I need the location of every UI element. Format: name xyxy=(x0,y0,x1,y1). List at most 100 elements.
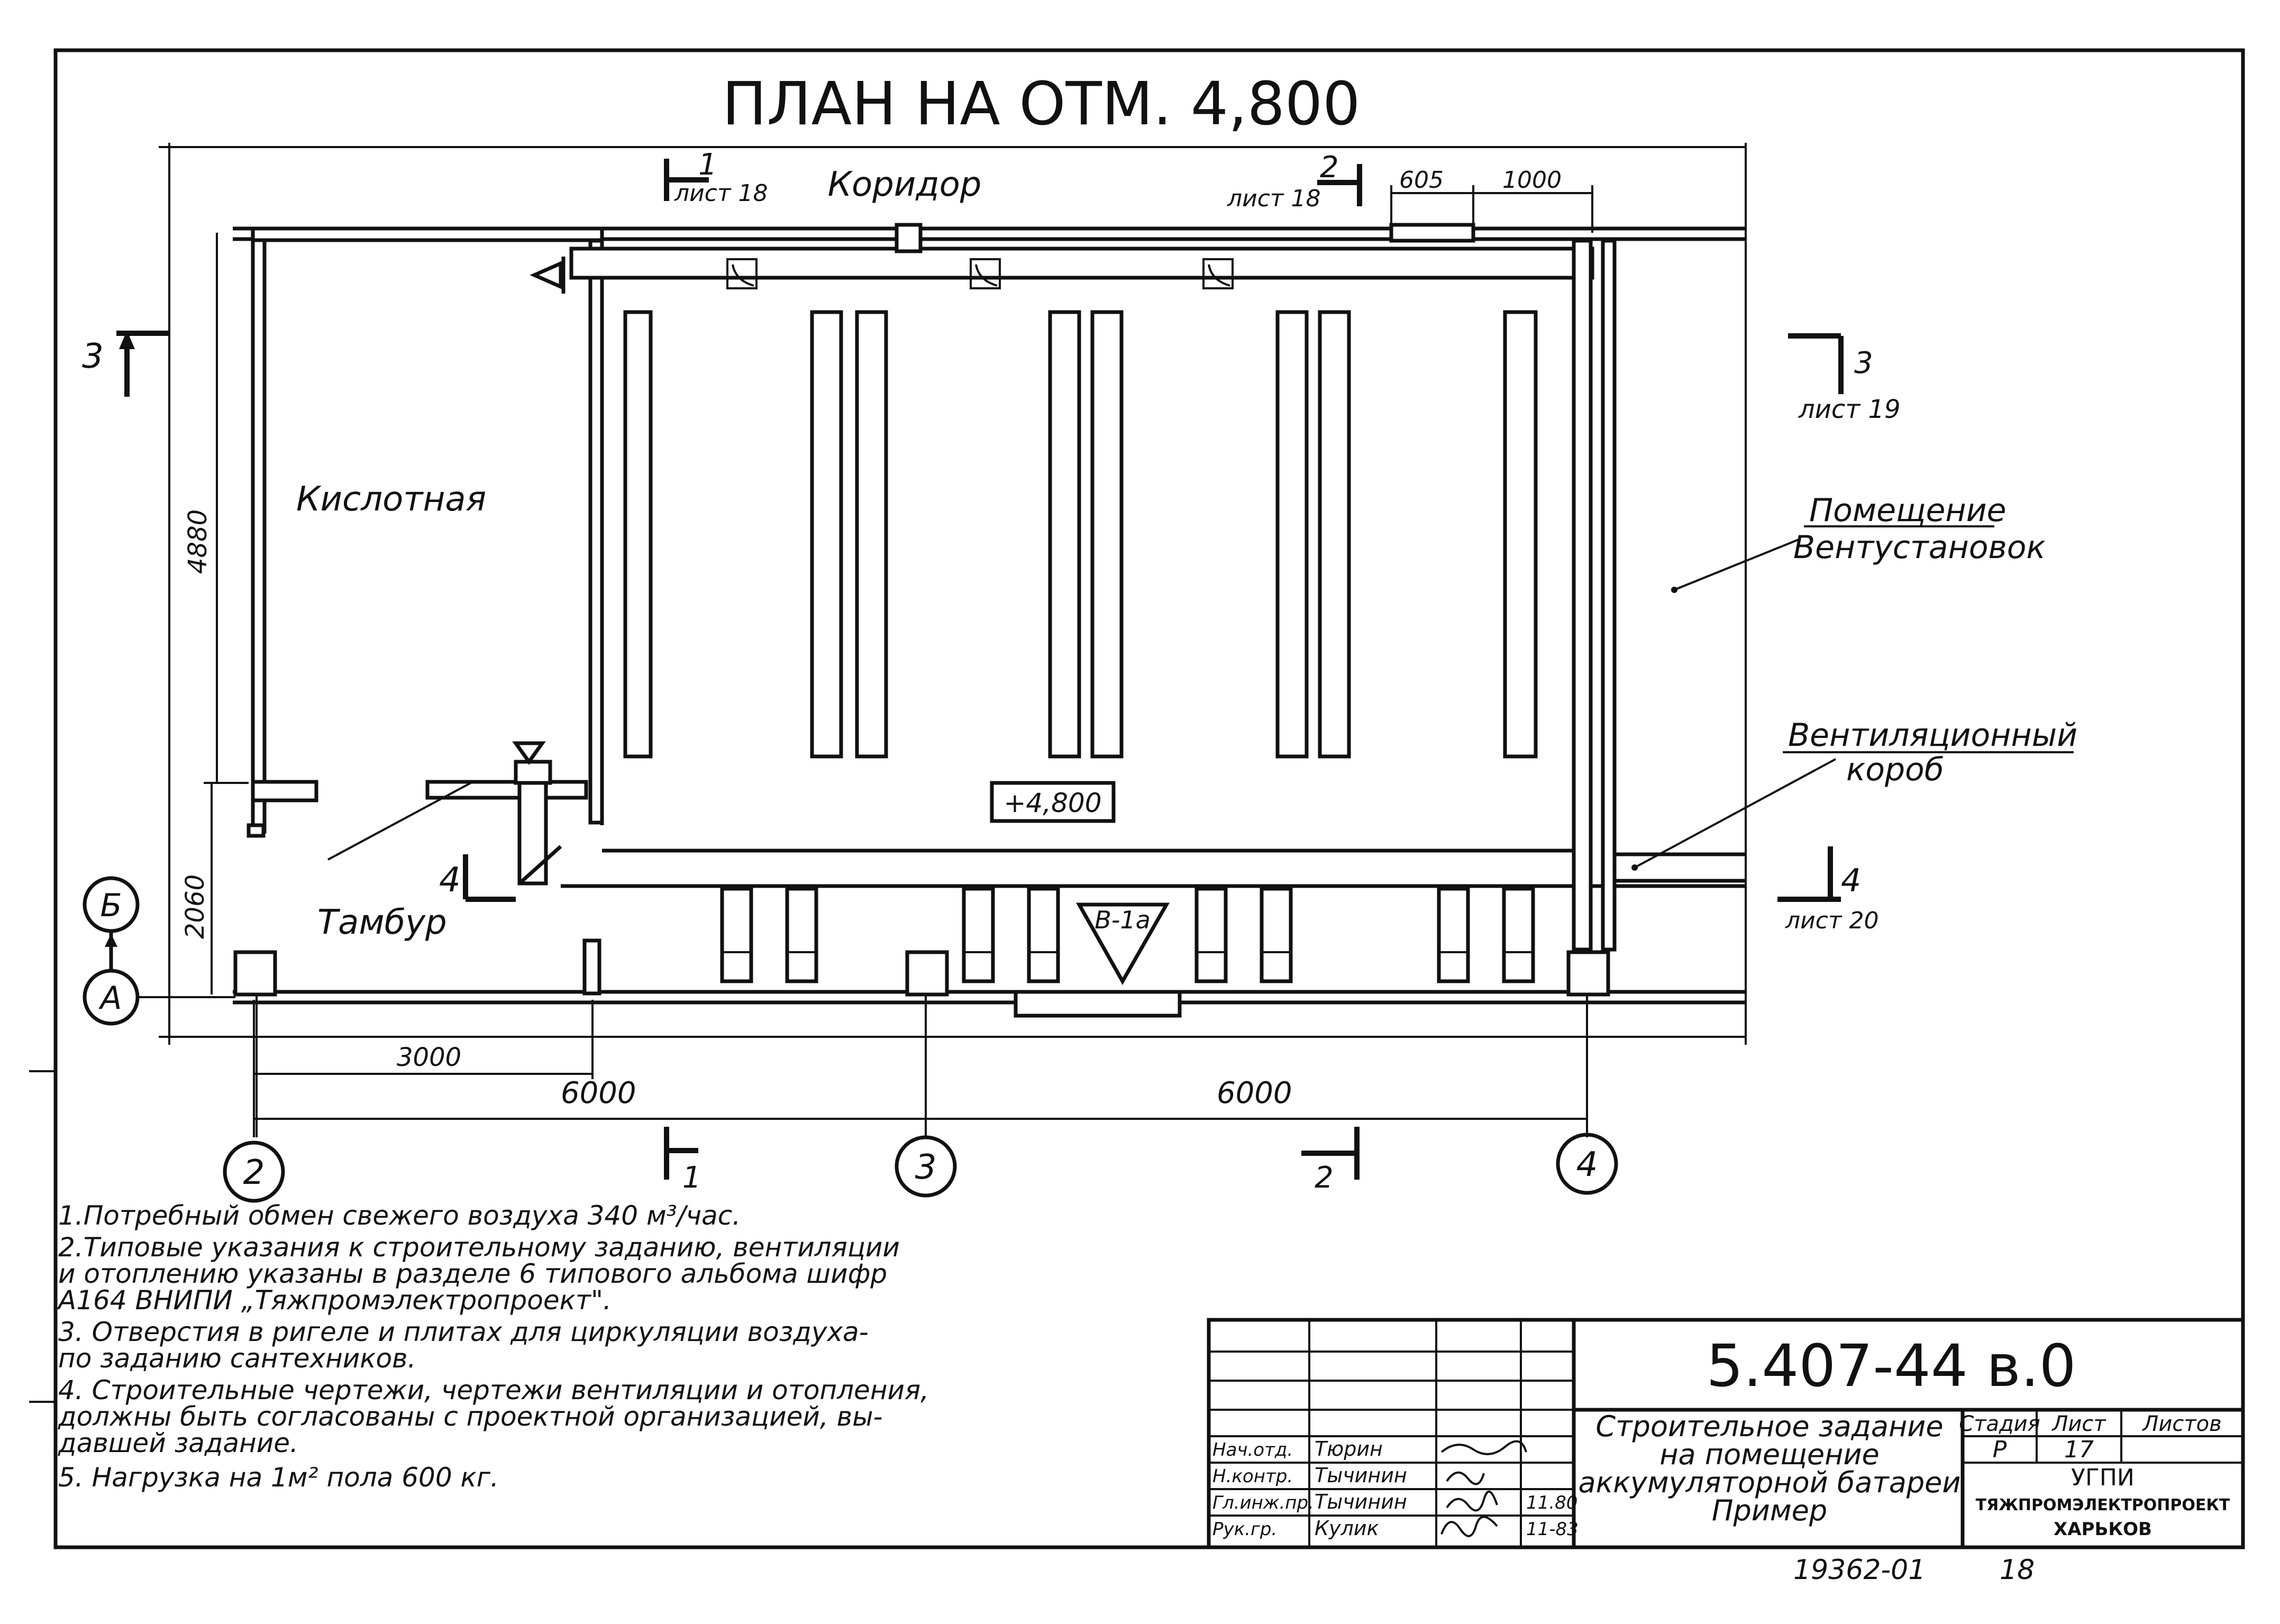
axis-4-label: 4 xyxy=(1576,1145,1598,1184)
battery-rack xyxy=(810,310,843,759)
signature-name: Тычинин xyxy=(1315,1490,1407,1513)
battery-rack xyxy=(1090,310,1124,759)
dim-2060: 2060 xyxy=(180,874,210,939)
dim-6000-left: 6000 xyxy=(561,1076,636,1110)
room-vent-label-1: Помещение xyxy=(1809,492,2007,529)
axis-2-label: 2 xyxy=(243,1153,265,1192)
handwritten-signature xyxy=(1446,1471,1485,1485)
dimensions: 605 1000 4880 2060 3000 6000 6000 xyxy=(180,167,1593,1137)
grille xyxy=(1202,258,1234,289)
axis-a-label: А xyxy=(98,980,122,1017)
floor-unit xyxy=(1502,887,1535,983)
section-4-left-number: 4 xyxy=(439,861,461,900)
general-notes: 1.Потребный обмен свежего воздуха 340 м³… xyxy=(57,1200,929,1493)
signature-role: Гл.инж.пр. xyxy=(1212,1492,1314,1513)
duct-label-1: Вентиляционный xyxy=(1788,717,2077,754)
battery-rack xyxy=(1275,310,1309,759)
floor-unit xyxy=(1027,887,1060,983)
document-code: 5.407-44 в.0 xyxy=(1706,1332,2076,1400)
axis-bubble-3 xyxy=(895,1135,957,1198)
section-3-number: 3 xyxy=(1854,346,1873,380)
vertical-duct xyxy=(517,781,548,886)
battery-rack xyxy=(623,310,653,759)
signature-role: Рук.гр. xyxy=(1212,1519,1277,1540)
floor-units xyxy=(720,887,1535,983)
column-axis-2 xyxy=(233,950,277,997)
note-line: должны быть согласованы с проектной орга… xyxy=(58,1401,883,1432)
handwritten-signature xyxy=(1446,1490,1498,1512)
room-acid-label: Кислотная xyxy=(296,480,486,519)
org-line-2: ТЯЖПРОМЭЛЕКТРОПРОЕКТ xyxy=(1976,1496,2230,1514)
duct-label-2: короб xyxy=(1846,751,1944,788)
note-line: 5. Нагрузка на 1м² пола 600 кг. xyxy=(58,1462,499,1493)
wall-opening xyxy=(1389,223,1475,243)
level-triangle-icon xyxy=(512,741,546,765)
section-2-sheet: лист 18 xyxy=(1227,185,1321,212)
note-line: 2.Типовые указания к строительному задан… xyxy=(58,1232,900,1263)
dim-3000: 3000 xyxy=(397,1043,461,1072)
description-line: аккумуляторной батареи xyxy=(1579,1466,1961,1499)
plan-title: ПЛАН НА ОТМ. 4,800 xyxy=(722,70,1360,139)
dim-6000-right: 6000 xyxy=(1217,1076,1292,1110)
battery-rack xyxy=(855,310,888,759)
level-mark: +4,800 xyxy=(1004,788,1101,818)
grille xyxy=(726,258,758,289)
signature-name: Тычинин xyxy=(1315,1464,1407,1487)
axis-bubble-4 xyxy=(1556,1133,1618,1195)
dim-4880: 4880 xyxy=(183,509,213,574)
floor-unit xyxy=(720,887,753,983)
dim-605: 605 xyxy=(1399,167,1444,194)
floor-plan: В-1а +4,800 Коридор Кислотная Тамбур Пом… xyxy=(159,143,2077,1045)
room-corridor-label: Коридор xyxy=(828,165,982,204)
section-2-bottom-number: 2 xyxy=(1315,1161,1334,1195)
org-line-3: ХАРЬКОВ xyxy=(2054,1519,2152,1540)
floor-unit xyxy=(962,887,995,983)
column-axis-4 xyxy=(1566,950,1610,997)
exhaust-arrow-icon xyxy=(530,260,563,290)
signature-role: Нач.отд. xyxy=(1212,1439,1293,1461)
top-duct xyxy=(569,247,1594,280)
room-vestibule-label: Тамбур xyxy=(317,903,447,942)
org-line-1: УГПИ xyxy=(2071,1464,2135,1491)
description-line: Строительное задание xyxy=(1595,1410,1943,1443)
door-opening xyxy=(1014,990,1182,1018)
sheet-header: Лист xyxy=(2051,1412,2106,1436)
note-line: и отоплению указаны в разделе 6 типового… xyxy=(58,1258,887,1289)
note-line: 1.Потребный обмен свежего воздуха 340 м³… xyxy=(58,1200,741,1231)
battery-rack xyxy=(1318,310,1351,759)
floor-unit xyxy=(1260,887,1293,983)
grille xyxy=(970,258,1001,289)
floor-unit xyxy=(1194,887,1228,983)
sheet-value: 17 xyxy=(2064,1436,2094,1463)
section-4-number: 4 xyxy=(1841,862,1861,899)
signature-name: Тюрин xyxy=(1315,1437,1383,1461)
unit-triangle xyxy=(1075,902,1170,986)
note-line: А164 ВНИПИ „Тяжпромэлектропроект". xyxy=(57,1285,612,1316)
sheets-header: Листов xyxy=(2141,1412,2221,1436)
note-line: давшей задание. xyxy=(58,1428,298,1458)
description-line: Пример xyxy=(1712,1494,1827,1527)
note-line: 4. Строительные чертежи, чертежи вентиля… xyxy=(58,1375,929,1406)
page-number: 18 xyxy=(2000,1554,2035,1586)
signature-date: 11-83 xyxy=(1526,1519,1579,1540)
level-mark-box xyxy=(990,781,1116,823)
section-markers: 1 лист 18 2 лист 18 3 3 лист 19 4 4 лист… xyxy=(82,148,1901,1195)
battery-rack xyxy=(1048,310,1081,759)
section-2-number: 2 xyxy=(1320,150,1339,185)
unit-mark: В-1а xyxy=(1095,906,1151,934)
room-vent-label-2: Вентустановок xyxy=(1793,529,2046,566)
inventory-number: 19362-01 xyxy=(1793,1554,1926,1586)
axis-bubble-2 xyxy=(223,1141,285,1203)
section-4-sheet: лист 20 xyxy=(1785,907,1879,934)
handwritten-signature xyxy=(1440,1440,1527,1455)
floor-unit xyxy=(785,887,818,983)
battery-racks xyxy=(623,310,1538,759)
dim-1000: 1000 xyxy=(1502,167,1562,194)
note-line: 3. Отверстия в ригеле и плитах для цирку… xyxy=(58,1317,869,1347)
note-line: по заданию сантехников. xyxy=(58,1343,416,1374)
section-3-left-number: 3 xyxy=(82,337,104,376)
section-3-sheet: лист 19 xyxy=(1798,395,1901,424)
acid-room-west-wall xyxy=(251,226,267,834)
section-1-sheet: лист 18 xyxy=(674,180,768,207)
